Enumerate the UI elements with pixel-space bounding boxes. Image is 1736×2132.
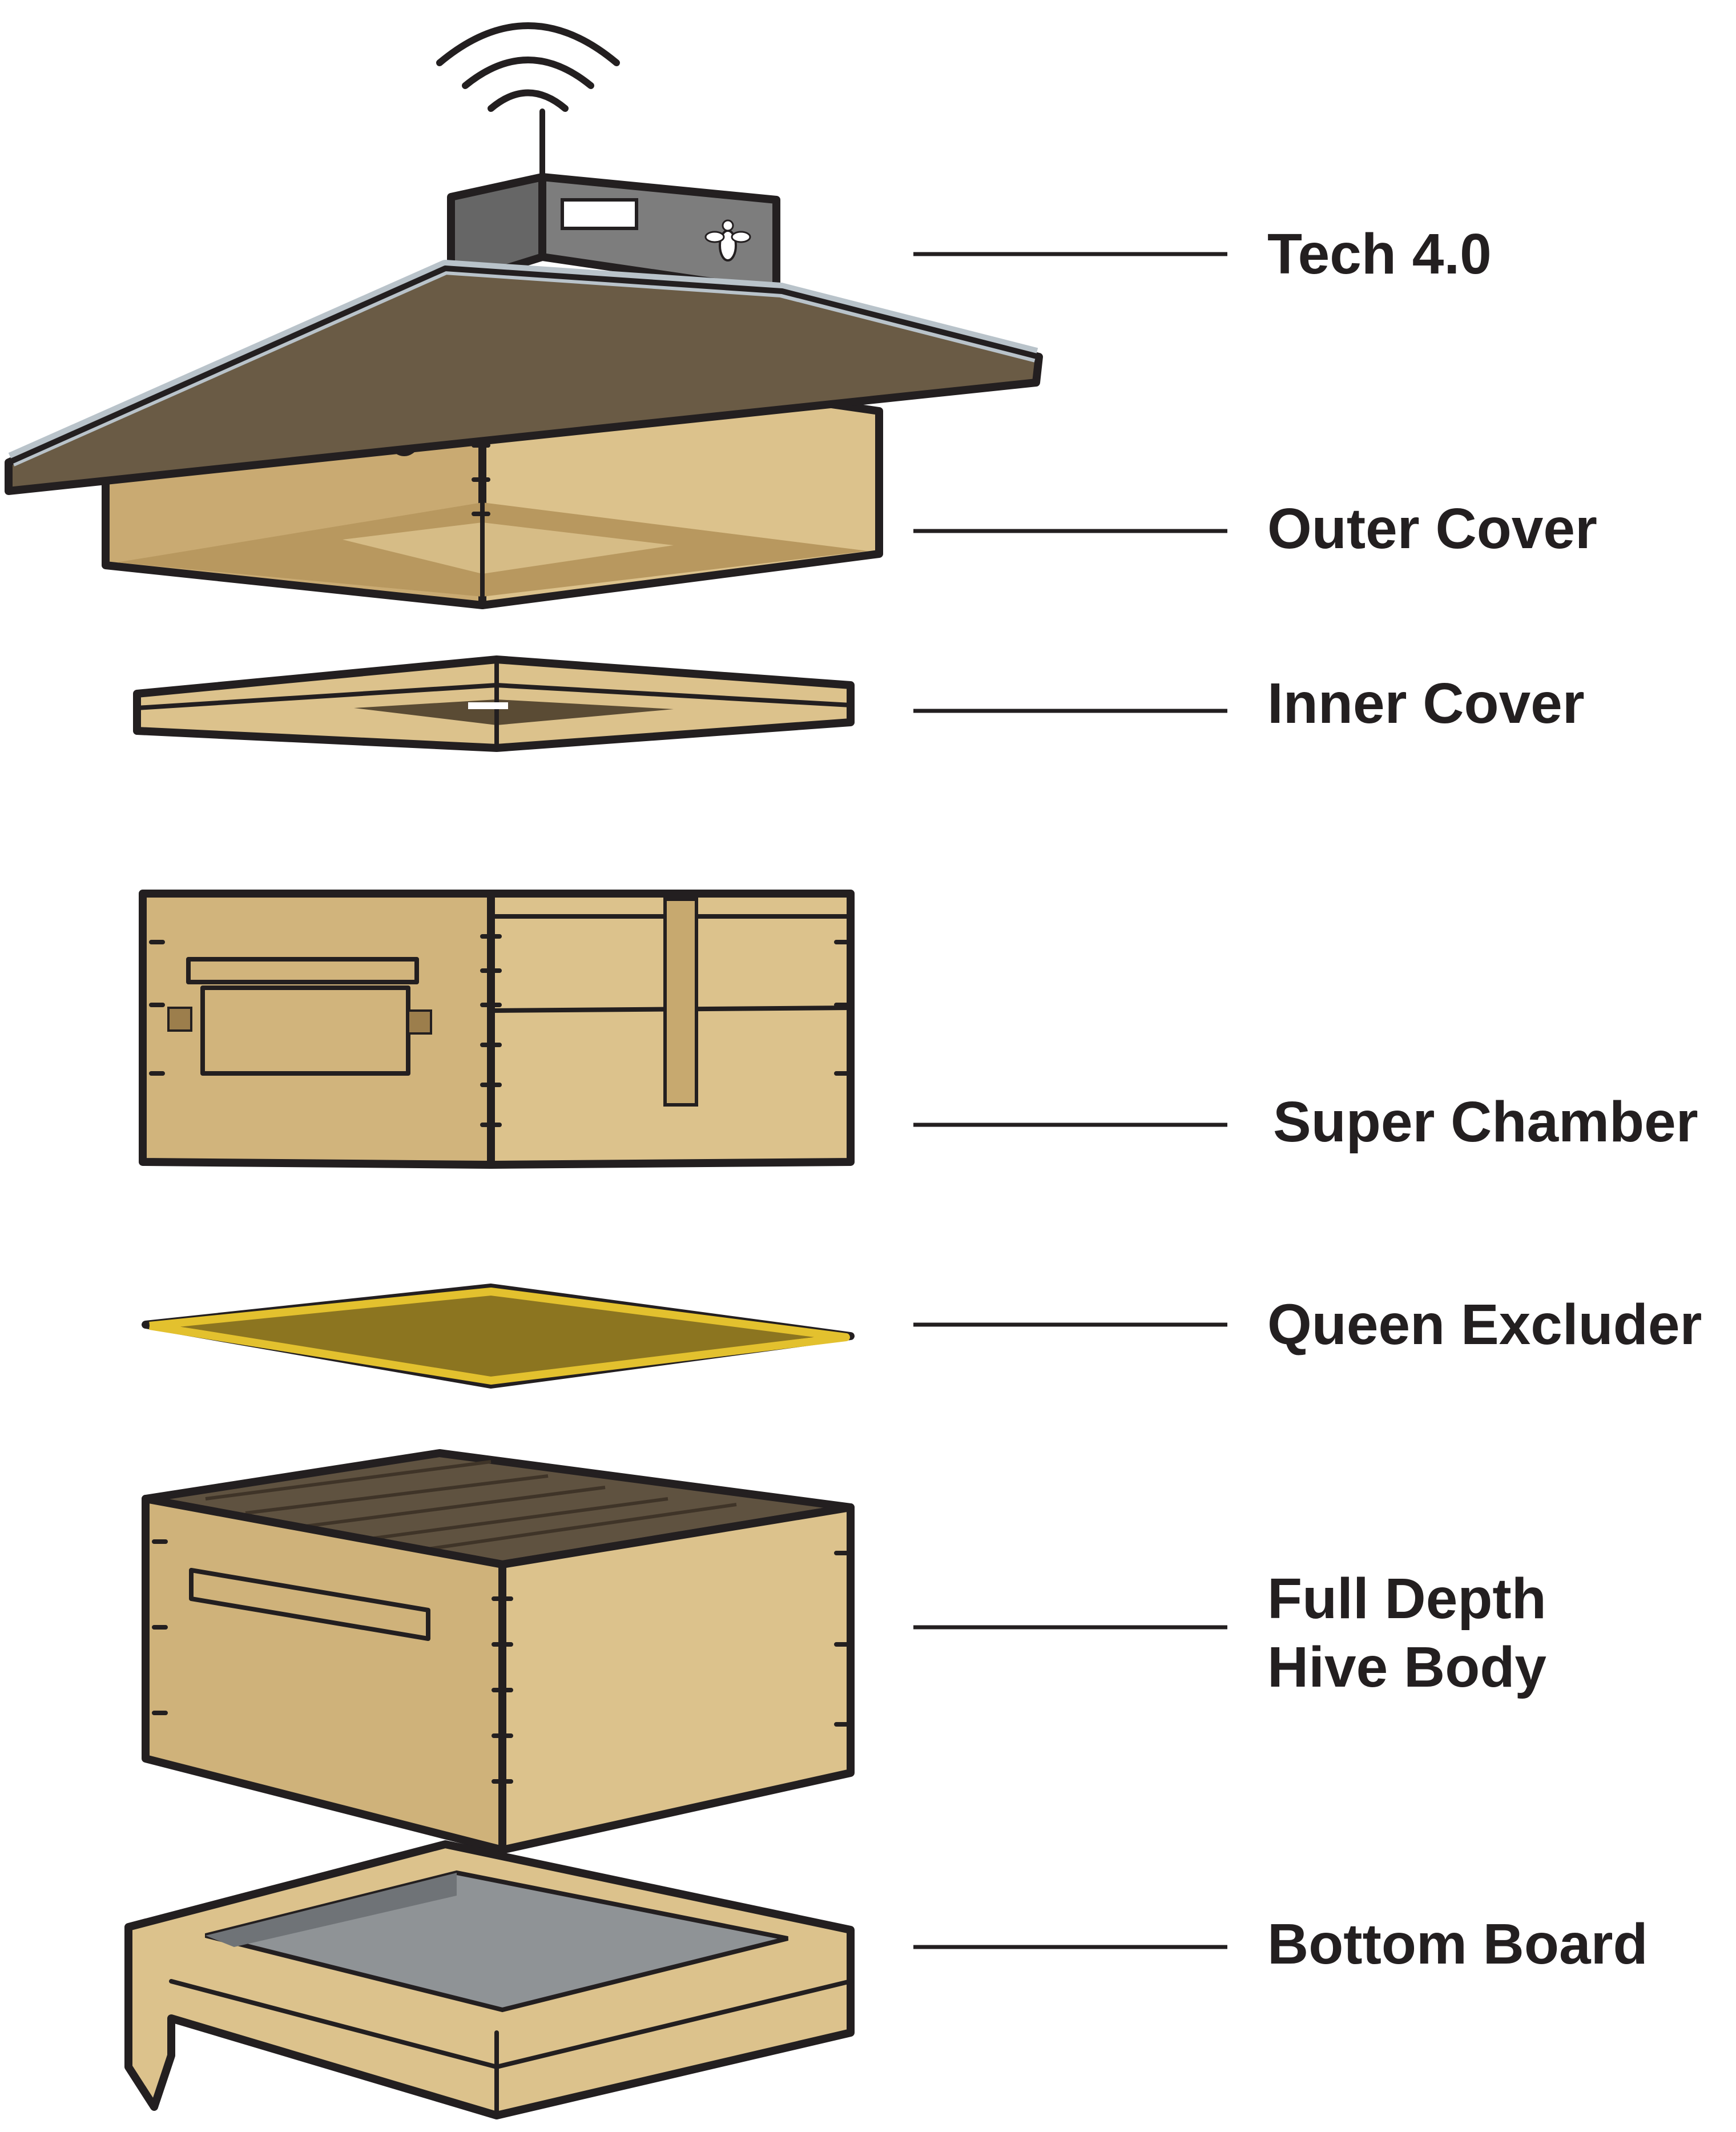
super-left-face	[143, 894, 491, 1165]
leader-lines	[913, 254, 1227, 1947]
label-tech: Tech 4.0	[1267, 220, 1492, 288]
tech-device	[440, 26, 776, 291]
hive-body-left-face	[146, 1499, 502, 1850]
label-hive-body: Full Depth Hive Body	[1267, 1564, 1546, 1701]
label-hive-body-line-1: Full Depth	[1267, 1564, 1546, 1633]
wifi-signal-icon	[440, 26, 617, 177]
super-chamber	[143, 894, 851, 1165]
bottom-board	[128, 1844, 851, 2115]
label-inner-cover: Inner Cover	[1267, 669, 1585, 738]
label-hive-body-line-2: Hive Body	[1267, 1633, 1546, 1701]
label-bottom-board: Bottom Board	[1267, 1910, 1648, 1978]
hive-body-right-face	[502, 1507, 851, 1850]
hive-body	[146, 1453, 851, 1850]
outer-cover	[9, 267, 1039, 605]
inner-cover	[137, 659, 851, 748]
queen-excluder	[146, 1288, 851, 1385]
label-queen-excluder: Queen Excluder	[1267, 1290, 1702, 1359]
label-outer-cover: Outer Cover	[1267, 494, 1597, 563]
label-super-chamber: Super Chamber	[1273, 1088, 1698, 1156]
device-display	[562, 200, 637, 228]
